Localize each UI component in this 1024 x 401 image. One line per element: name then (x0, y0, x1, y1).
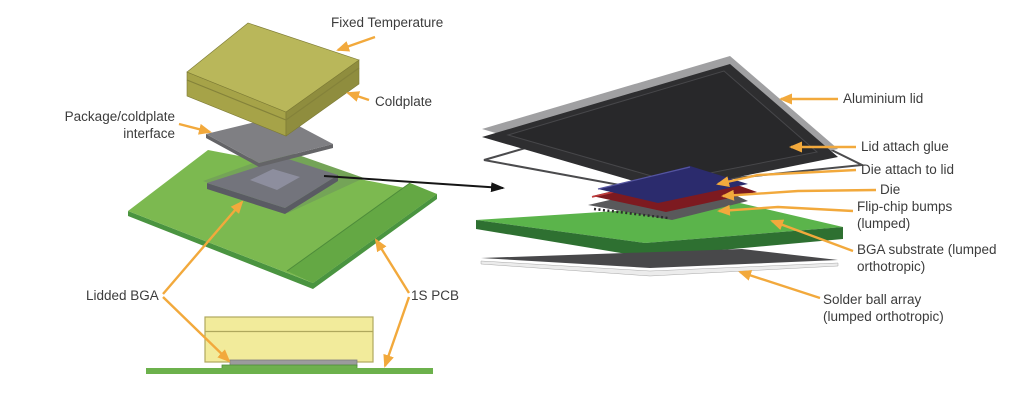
interface-plate-top (206, 116, 333, 163)
solder-ball-array-3d (480, 249, 839, 277)
side-view-assembly (146, 316, 433, 374)
leader-solder-ball-array (738, 270, 821, 300)
label-lid-attach-glue: Lid attach glue (861, 139, 949, 154)
die-attach-3d (597, 166, 748, 203)
substrate-side (476, 220, 843, 257)
substrate-top (476, 203, 843, 243)
coldplate-3d (186, 22, 360, 137)
bga-substrate-3d (476, 203, 843, 257)
left-leader-arrows (162, 35, 411, 368)
coldplate-top-face (186, 22, 360, 113)
lid-cavity (506, 70, 819, 182)
leader-die (721, 188, 877, 201)
label-die: Die (880, 182, 901, 197)
leader-fixed-temperature (336, 35, 376, 52)
leader-lidded-bga-up (162, 200, 244, 295)
aluminium-lid-3d (482, 56, 838, 191)
sideview-coldplate (204, 316, 374, 363)
label-package-interface: Package/coldplate interface (64, 109, 175, 141)
label-flip-chip-bumps: Flip-chip bumps (lumped) (857, 199, 953, 231)
leader-bga-substrate (770, 219, 854, 253)
sideview-pcb-bar (146, 368, 433, 374)
pcb-bevel-band (287, 183, 437, 283)
label-solder-ball-array: Solder ball array (lumped orthotropic) (823, 292, 944, 324)
pcb-top-face (128, 150, 437, 283)
label-bga-substrate: BGA substrate (lumped orthotropic) (857, 242, 997, 274)
leader-lidded-bga-down (162, 296, 231, 363)
leader-flip-chip-bumps (717, 204, 854, 216)
package-lid-plateau (250, 169, 300, 190)
leader-pcb-down (383, 296, 411, 368)
label-aluminium-lid: Aluminium lid (843, 91, 924, 106)
right-exploded-view (476, 56, 877, 300)
label-fixed-temperature: Fixed Temperature (331, 15, 444, 30)
leader-die-attach (716, 168, 857, 187)
detail-callout-arrow (323, 175, 505, 193)
label-lidded-bga: Lidded BGA (86, 288, 159, 303)
interface-plate-3d (206, 116, 333, 167)
bump-serration (593, 207, 669, 220)
leader-package-interface (178, 122, 212, 135)
lidded-bga-package-3d (207, 158, 338, 214)
leader-pcb-up (374, 238, 411, 294)
label-1s-pcb: 1S PCB (411, 288, 460, 303)
label-coldplate: Coldplate (375, 94, 433, 109)
label-die-attach-to-lid: Die attach to lid (861, 162, 955, 177)
leader-coldplate (346, 91, 370, 102)
right-leader-arrows (716, 93, 877, 300)
left-exploded-view (128, 22, 437, 374)
